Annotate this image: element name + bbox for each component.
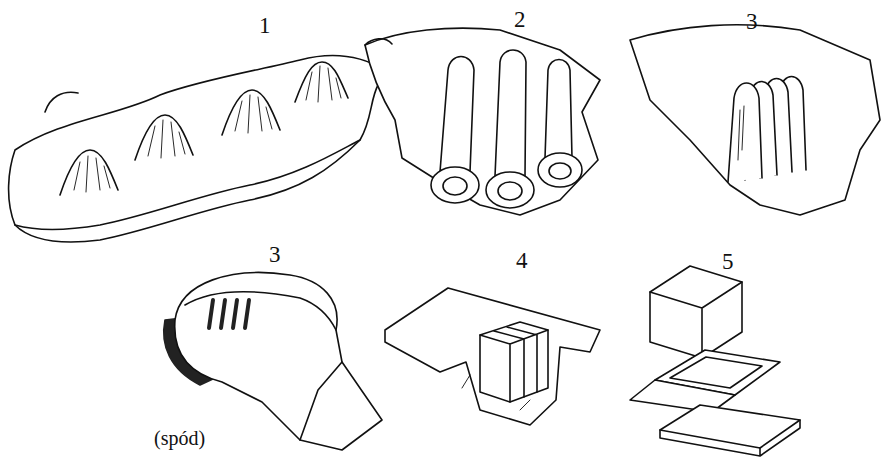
- cloth-edge: [365, 39, 392, 45]
- hatch-line: [462, 375, 530, 410]
- fold-column: [440, 57, 474, 173]
- fold-loop: [538, 153, 582, 187]
- pleat-puff: [295, 62, 348, 102]
- box-edge: [660, 420, 800, 456]
- cloth-outline: [9, 56, 385, 242]
- fold-loop: [486, 172, 534, 208]
- fold-line: [300, 362, 342, 440]
- cloth-flap: [45, 92, 78, 112]
- cloth-figure-1: [9, 56, 385, 242]
- pleat-puff: [60, 150, 118, 195]
- pleat-puff: [222, 90, 280, 135]
- hatch-line: [306, 66, 341, 102]
- cloth-outline: [175, 273, 382, 450]
- hatch-line: [148, 120, 185, 158]
- fold-column: [545, 60, 572, 159]
- fold-loop-inner: [549, 163, 571, 179]
- box-edge: [650, 282, 742, 358]
- fold-loop-inner: [498, 182, 522, 200]
- step-number: 3: [746, 10, 758, 33]
- cloth-figure-4: [385, 288, 600, 425]
- stack-block: [480, 322, 548, 402]
- view-note: (spód): [154, 428, 205, 448]
- cloth-figure-3: [630, 25, 880, 215]
- step-number: 5: [722, 250, 734, 273]
- cloth-outline: [385, 288, 600, 425]
- cloth-outline: [365, 28, 600, 215]
- cloth-figure-5: [630, 266, 800, 456]
- box-top: [650, 266, 742, 358]
- pleat-puff: [135, 115, 193, 160]
- hatch-line: [235, 95, 272, 133]
- frame-inner: [670, 357, 762, 388]
- step-number: 3: [269, 243, 281, 266]
- fold-loop: [431, 167, 479, 203]
- step-number: 2: [514, 8, 526, 31]
- pleat-layer: [728, 83, 762, 182]
- fold-loop-inner: [443, 177, 467, 195]
- hatch-line: [738, 106, 744, 160]
- step-number: 4: [516, 249, 528, 272]
- step-number: 1: [259, 14, 271, 37]
- stack-slice: [480, 327, 548, 402]
- hatch-line: [74, 156, 110, 192]
- fold-line: [185, 292, 336, 330]
- cloth-outline: [630, 25, 880, 215]
- cloth-figure-2: [365, 28, 600, 215]
- slit-mark: [209, 300, 249, 328]
- cloth-figure-3-underside: [164, 273, 382, 450]
- fold-column: [495, 50, 526, 176]
